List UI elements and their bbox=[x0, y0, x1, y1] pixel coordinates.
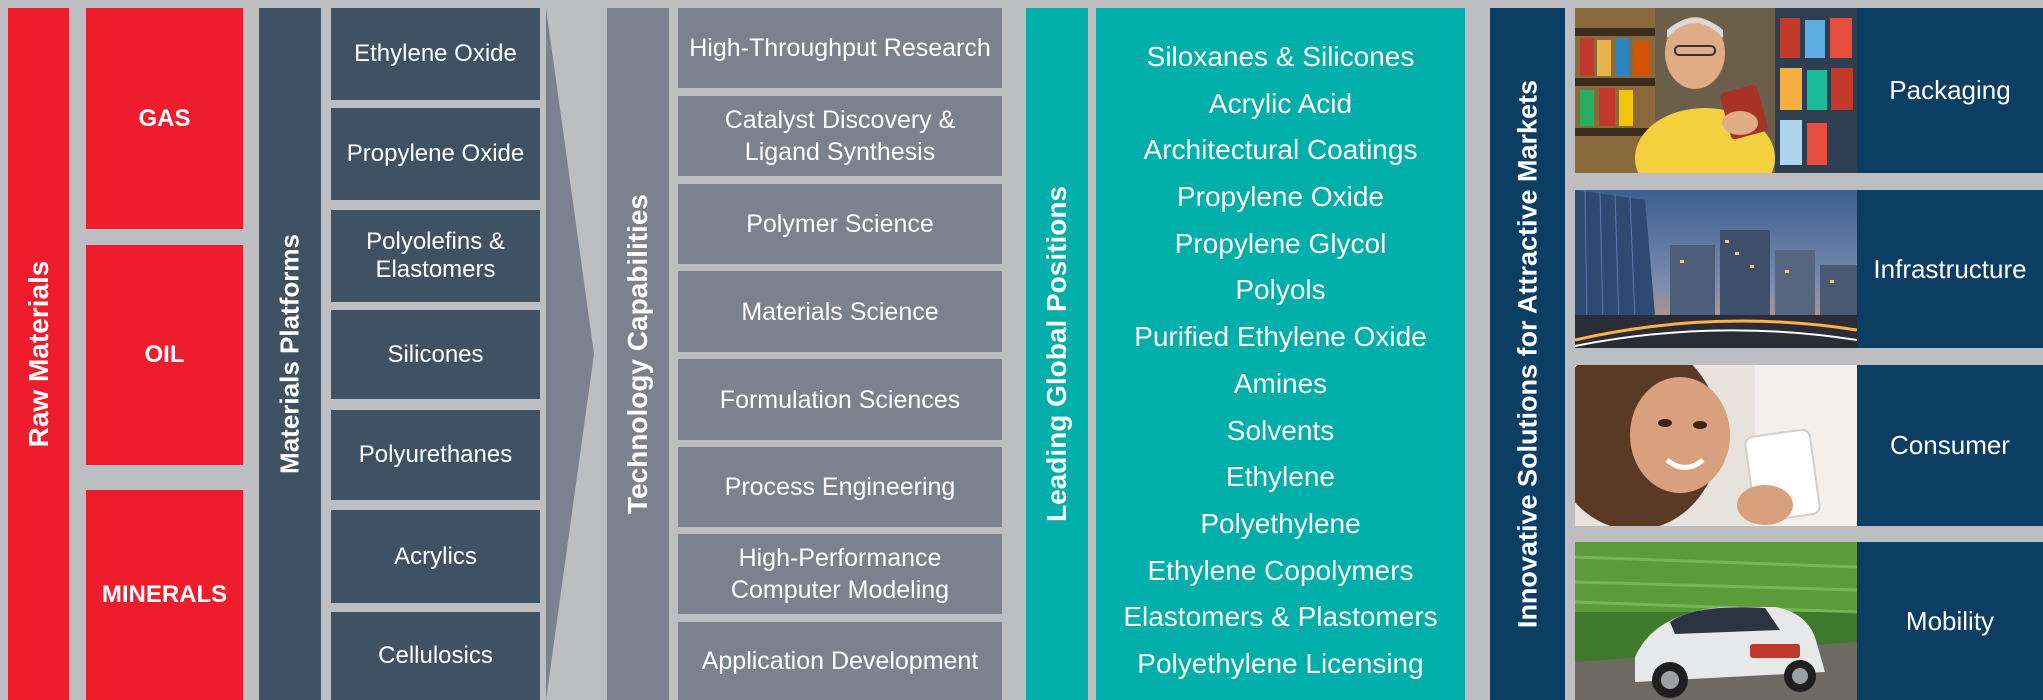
list-item: Amines bbox=[1233, 367, 1328, 399]
list-item: Architectural Coatings bbox=[1143, 134, 1418, 166]
list-item: Solvents bbox=[1226, 414, 1335, 446]
list-item: Acrylic Acid bbox=[1208, 87, 1353, 119]
platform-item: Ethylene Oxide bbox=[331, 8, 540, 100]
list-item: Siloxanes & Silicones bbox=[1146, 41, 1415, 72]
platform-item: Polyurethanes bbox=[331, 410, 540, 500]
innovative-solutions-header: Innovative Solutions for Attractive Mark… bbox=[1490, 8, 1565, 700]
technology-capabilities-title: Technology Capabilities bbox=[622, 194, 653, 514]
materials-platforms-title: Materials Platforms bbox=[274, 234, 305, 474]
infrastructure-photo bbox=[1575, 190, 1857, 348]
list-item: Propylene Glycol bbox=[1174, 227, 1387, 259]
list-item: Polyethylene bbox=[1200, 507, 1361, 539]
tech-item: Application Development bbox=[678, 622, 1002, 700]
market-packaging: Packaging bbox=[1857, 8, 2043, 173]
flow-arrow bbox=[546, 8, 594, 700]
platform-item: Acrylics bbox=[331, 510, 540, 603]
technology-capabilities-header: Technology Capabilities bbox=[607, 8, 669, 700]
raw-material-gas: GAS bbox=[86, 8, 243, 229]
platform-item: Silicones bbox=[331, 310, 540, 399]
market-mobility: Mobility bbox=[1857, 542, 2043, 700]
list-item: Purified Ethylene Oxide bbox=[1134, 321, 1427, 353]
tech-item: High-Performance Computer Modeling bbox=[678, 534, 1002, 614]
materials-platforms-header: Materials Platforms bbox=[259, 8, 321, 700]
list-item: Elastomers & Plastomers bbox=[1123, 601, 1438, 633]
list-item: Polyols bbox=[1235, 274, 1326, 306]
tech-item: Polymer Science bbox=[678, 184, 1002, 264]
list-item: Propylene Oxide bbox=[1176, 181, 1384, 213]
platform-item: Polyolefins & Elastomers bbox=[331, 210, 540, 302]
raw-materials-title: Raw Materials bbox=[22, 260, 54, 448]
list-item: Ethylene Copolymers bbox=[1147, 554, 1414, 586]
market-consumer: Consumer bbox=[1857, 365, 2043, 526]
raw-materials-header: Raw Materials bbox=[8, 8, 69, 700]
raw-material-oil: OIL bbox=[86, 245, 243, 465]
mobility-photo bbox=[1575, 542, 1857, 700]
consumer-photo bbox=[1575, 365, 1857, 526]
leading-global-positions-header: Leading Global Positions bbox=[1026, 8, 1088, 700]
raw-material-minerals: MINERALS bbox=[86, 490, 243, 700]
list-item: Ethylene bbox=[1226, 461, 1335, 493]
tech-item: Process Engineering bbox=[678, 447, 1002, 527]
platform-item: Cellulosics bbox=[331, 612, 540, 700]
platform-item: Propylene Oxide bbox=[331, 108, 540, 200]
leading-global-positions-title: Leading Global Positions bbox=[1041, 185, 1072, 523]
market-infrastructure: Infrastructure bbox=[1857, 190, 2043, 348]
tech-item: Formulation Sciences bbox=[678, 359, 1002, 440]
tech-item: Catalyst Discovery & Ligand Synthesis bbox=[678, 96, 1002, 176]
tech-item: Materials Science bbox=[678, 271, 1002, 352]
tech-item: High-Throughput Research bbox=[678, 8, 1002, 88]
list-item: Polyethylene Licensing bbox=[1137, 647, 1424, 679]
global-positions-list: Siloxanes & Silicones Acrylic Acid Archi… bbox=[1096, 8, 1465, 700]
packaging-photo bbox=[1575, 8, 1857, 173]
innovative-solutions-title: Innovative Solutions for Attractive Mark… bbox=[1512, 79, 1542, 629]
